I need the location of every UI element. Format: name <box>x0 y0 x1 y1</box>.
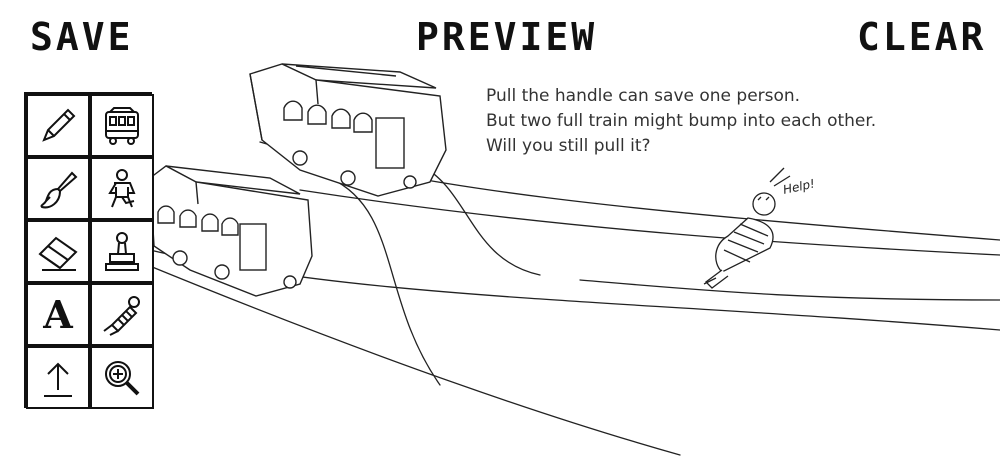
train-icon <box>105 106 139 145</box>
help-exclamation: Help! <box>782 177 816 197</box>
text-tool[interactable]: A <box>26 283 90 346</box>
pencil-icon <box>42 108 76 142</box>
scenario-text: Pull the handle can save one person. But… <box>486 84 876 159</box>
trolley-upper <box>249 63 447 197</box>
tool-palette: A <box>24 92 154 409</box>
bound-person-icon <box>103 295 140 336</box>
stamp-icon <box>105 231 139 271</box>
tied-person <box>703 167 791 289</box>
text-icon: A <box>43 291 73 337</box>
preview-button[interactable]: PREVIEW <box>416 15 598 59</box>
eraser-icon <box>38 236 78 271</box>
upload-tool[interactable] <box>26 346 90 409</box>
scenario-line: But two full train might bump into each … <box>486 111 877 131</box>
eraser-tool[interactable] <box>26 220 90 283</box>
person-icon <box>108 168 136 207</box>
pencil-tool[interactable] <box>26 94 90 157</box>
trolley-lower <box>149 165 313 297</box>
brush-tool[interactable] <box>26 157 90 220</box>
scenario-line: Pull the handle can save one person. <box>486 86 801 106</box>
stamp-tool[interactable] <box>90 220 154 283</box>
scenario-line: Will you still pull it? <box>486 136 651 156</box>
track-rail <box>419 164 541 276</box>
track-rail <box>139 261 681 456</box>
person-stamp-tool[interactable] <box>90 157 154 220</box>
bound-person-tool[interactable] <box>90 283 154 346</box>
track-rail <box>299 189 1000 256</box>
zoom-tool[interactable] <box>90 346 154 409</box>
clear-button[interactable]: CLEAR <box>857 15 987 59</box>
upload-icon <box>44 362 72 397</box>
track-rail <box>329 177 441 386</box>
save-button[interactable]: SAVE <box>30 15 134 59</box>
brush-icon <box>40 171 78 208</box>
train-stamp-tool[interactable] <box>90 94 154 157</box>
track-rail <box>579 279 1000 301</box>
zoom-in-icon <box>105 360 140 395</box>
